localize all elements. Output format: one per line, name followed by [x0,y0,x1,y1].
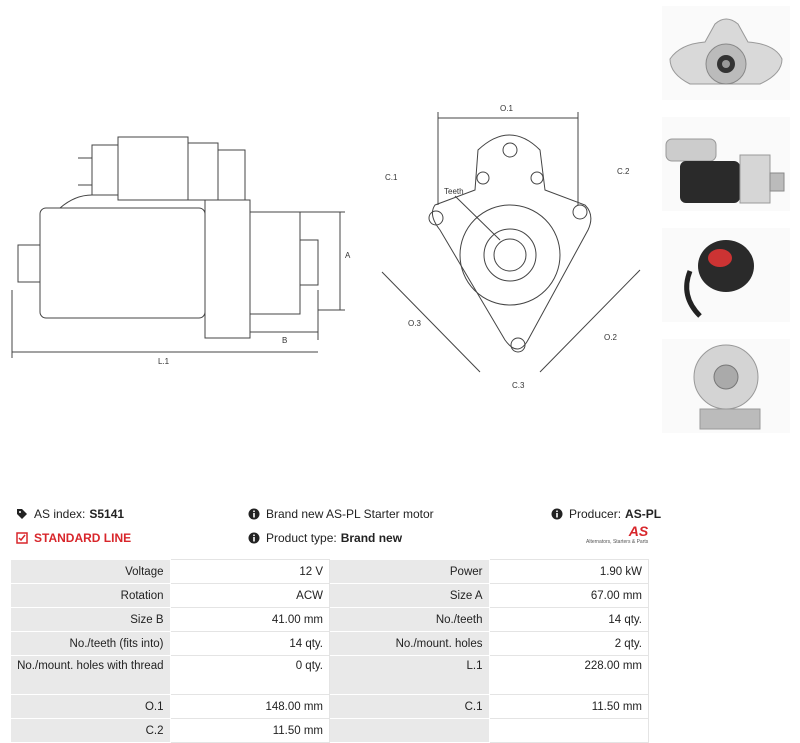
product-type-label: Product type: [266,531,337,545]
spec-value: 1.90 kW [488,559,649,584]
dim-label-c3: C.3 [512,381,525,390]
description-row: Brand new AS-PL Starter motor [248,507,434,521]
spec-value: ACW [169,583,330,608]
product-type-value: Brand new [340,531,403,545]
producer-row: Producer: AS-PL [551,507,661,521]
spec-value: 0 qty. [169,655,330,695]
spec-label: No./mount. holes [329,631,490,656]
drawing-canvas: A B L.1 O.1 C.1 C.2 Teeth O.2 O.3 C.3 [11,104,641,390]
spec-value [488,718,649,743]
spec-label: C.2 [10,718,171,743]
spec-label: Rotation [10,583,171,608]
brand-logo: AS Alternators, Starters & Parts [586,523,648,545]
tag-icon [17,509,27,519]
starter-front-photo-icon[interactable] [660,4,792,102]
spec-value: 14 qty. [169,631,330,656]
table-row: C.2 11.50 mm [10,718,649,743]
table-row: Voltage 12 V Power 1.90 kW [10,559,649,584]
as-index-label: AS index: [34,507,86,521]
dim-label-o2: O.2 [604,333,617,342]
spec-value: 11.50 mm [169,718,330,743]
info-icon [248,532,260,544]
spec-label: No./teeth (fits into) [10,631,171,656]
dim-label-o3: O.3 [408,319,421,328]
logo-tagline: Alternators, Starters & Parts [586,539,649,545]
dim-label-a: A [345,251,351,260]
table-row: No./teeth (fits into) 14 qty. No./mount.… [10,631,649,656]
as-index-row: AS index: S5141 [16,507,124,521]
table-row: No./mount. holes with thread 0 qty. L.1 … [10,655,649,695]
spec-label: Voltage [10,559,171,584]
dim-label-c2: C.2 [617,167,630,176]
starter-angled-photo-icon[interactable] [660,337,792,435]
spec-value: 12 V [169,559,330,584]
standard-line-row: STANDARD LINE [16,531,131,545]
spec-label: No./mount. holes with thread [10,655,171,695]
dim-label-o1: O.1 [500,104,513,113]
product-info: AS index: S5141 STANDARD LINE Brand new … [14,505,661,553]
spec-label: L.1 [329,655,490,695]
spec-label: Power [329,559,490,584]
producer-value: AS-PL [625,507,662,521]
spec-table-body: Voltage 12 V Power 1.90 kW Rotation ACW … [10,559,649,743]
dim-label-b: B [282,336,287,345]
technical-drawings: A B L.1 O.1 C.1 C.2 Teeth O.2 O.3 C.3 [11,104,641,390]
table-row: Size B 41.00 mm No./teeth 14 qty. [10,607,649,632]
front-view-drawing [381,112,641,373]
table-row: O.1 148.00 mm C.1 11.50 mm [10,694,649,719]
info-icon [551,508,563,520]
dim-label-teeth: Teeth [444,187,464,196]
side-view-drawing [11,136,345,358]
spec-value: 67.00 mm [488,583,649,608]
dim-label-c1: C.1 [385,173,398,182]
standard-line-label: STANDARD LINE [34,531,132,545]
producer-label: Producer: [569,507,622,521]
dim-label-l1: L.1 [158,357,170,366]
spec-label: C.1 [329,694,490,719]
product-description: Brand new AS-PL Starter motor [266,507,434,521]
starter-side-photo-icon[interactable] [660,115,792,213]
product-type-row: Product type: Brand new [248,531,402,545]
spec-value: 2 qty. [488,631,649,656]
table-row: Rotation ACW Size A 67.00 mm [10,583,649,608]
starter-top-photo-icon[interactable] [660,226,792,324]
spec-value: 14 qty. [488,607,649,632]
info-icon [248,508,260,520]
spec-label: Size B [10,607,171,632]
checkbox-checked-icon [16,532,28,544]
spec-value: 228.00 mm [488,655,649,695]
logo-text: AS [628,523,649,539]
spec-label: Size A [329,583,490,608]
spec-table: Voltage 12 V Power 1.90 kW Rotation ACW … [10,559,649,743]
spec-value: 148.00 mm [169,694,330,719]
spec-label [329,718,490,743]
spec-value: 11.50 mm [488,694,649,719]
spec-label: No./teeth [329,607,490,632]
spec-label: O.1 [10,694,171,719]
spec-value: 41.00 mm [169,607,330,632]
as-index-value: S5141 [89,507,125,521]
product-photos [660,4,798,448]
